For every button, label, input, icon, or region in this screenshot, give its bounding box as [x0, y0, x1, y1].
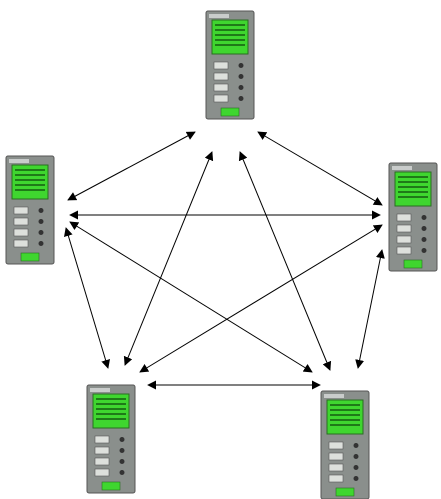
connection-right-bottom-left [139, 224, 383, 373]
connection-top-left [67, 131, 196, 201]
connection-top-bottom-right [238, 151, 332, 371]
intercom-panel-icon [86, 384, 136, 494]
connection-top-right [257, 131, 383, 206]
connection-left-bottom-left [64, 227, 110, 369]
intercom-panel-icon [320, 390, 370, 499]
connection-top-bottom-left [123, 151, 214, 366]
intercom-panel-icon [388, 162, 438, 272]
intercom-panel-icon [5, 155, 55, 265]
intercom-panel-icon [205, 10, 255, 120]
connection-left-bottom-right [69, 221, 313, 373]
connection-right-bottom-right [355, 249, 385, 369]
